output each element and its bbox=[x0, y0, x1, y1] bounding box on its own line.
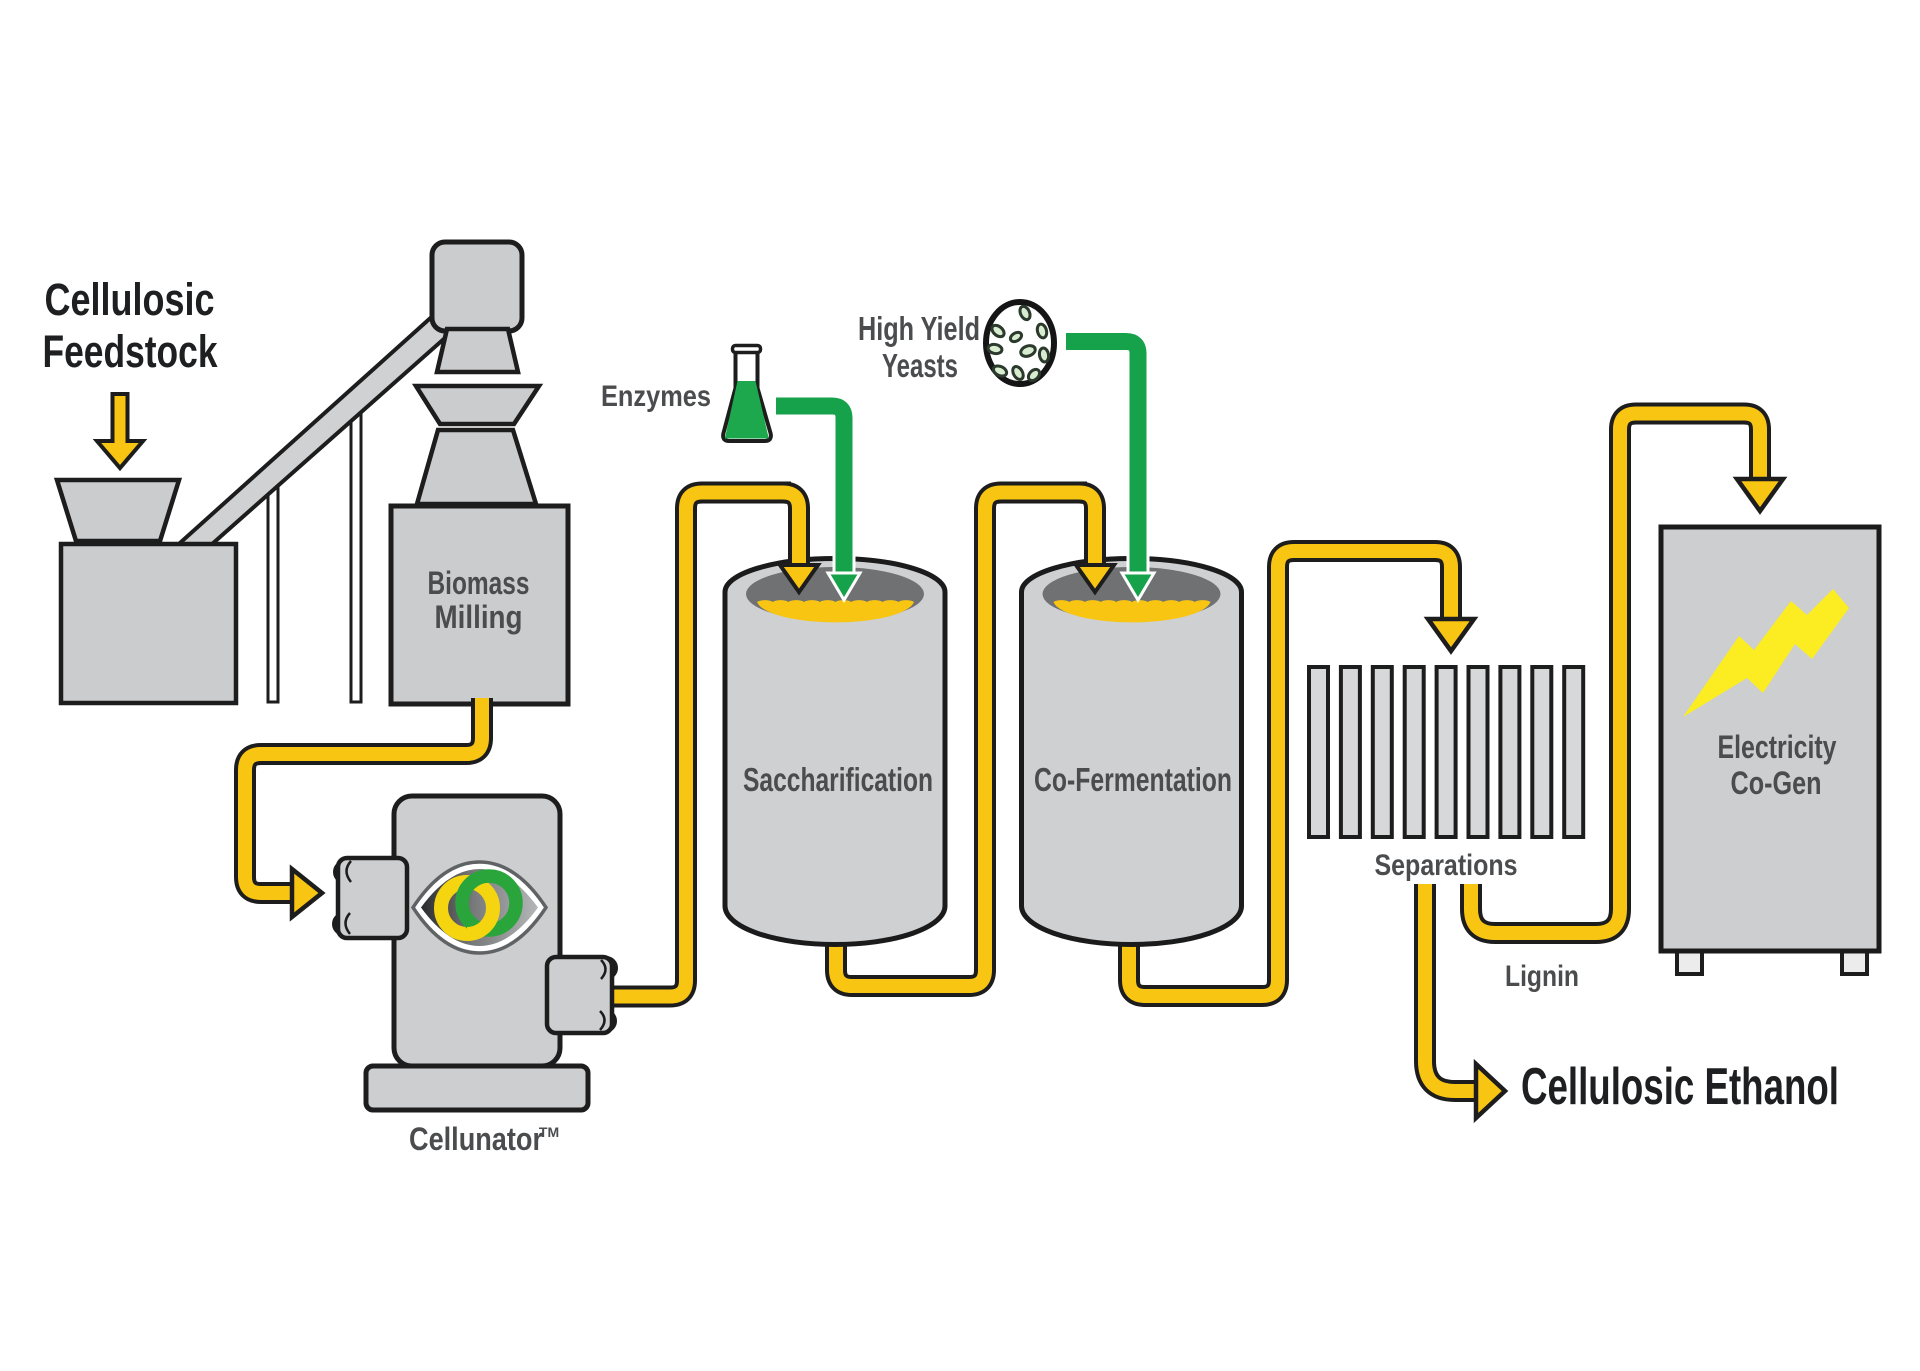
svg-text:Lignin: Lignin bbox=[1505, 960, 1579, 993]
svg-text:Co-Gen: Co-Gen bbox=[1731, 765, 1822, 801]
svg-text:Yeasts: Yeasts bbox=[882, 347, 958, 384]
svg-text:Cellunator: Cellunator bbox=[409, 1121, 543, 1157]
svg-text:Biomass: Biomass bbox=[428, 565, 530, 601]
svg-text:Milling: Milling bbox=[435, 599, 523, 635]
svg-text:Enzymes: Enzymes bbox=[601, 380, 711, 413]
svg-text:Cellulosic Ethanol: Cellulosic Ethanol bbox=[1521, 1058, 1839, 1116]
svg-text:TM: TM bbox=[539, 1124, 559, 1140]
svg-text:Electricity: Electricity bbox=[1718, 729, 1837, 765]
svg-text:Separations: Separations bbox=[1375, 849, 1518, 882]
svg-text:Cellulosic: Cellulosic bbox=[45, 274, 215, 325]
svg-text:Feedstock: Feedstock bbox=[43, 326, 219, 377]
svg-text:Saccharification: Saccharification bbox=[743, 761, 933, 798]
svg-text:Co-Fermentation: Co-Fermentation bbox=[1034, 761, 1232, 798]
svg-text:High Yield: High Yield bbox=[858, 310, 980, 347]
